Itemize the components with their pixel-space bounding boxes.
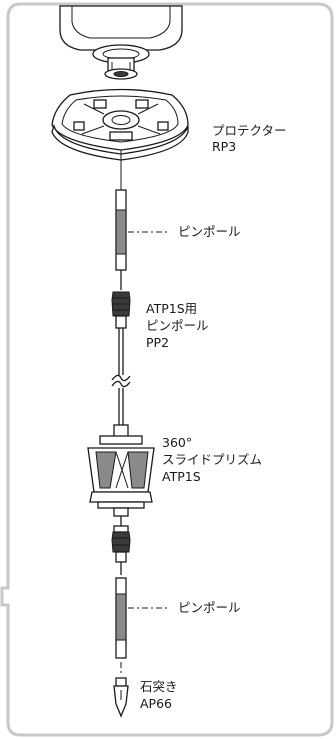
label-protector-code: RP3 — [212, 139, 236, 154]
label-stone-tip-name: 石突き — [140, 679, 178, 694]
label-atp-pin-pole-line2: ピンポール — [146, 318, 209, 333]
pin-pole-top — [115, 189, 127, 271]
slide-prism-atp1s — [87, 424, 155, 517]
pin-pole-pp2 — [111, 328, 131, 425]
label-pin-pole-bottom: ピンポール — [178, 600, 241, 615]
stone-tip-ap66 — [113, 677, 129, 718]
atp-connector — [111, 291, 131, 329]
label-prism-name: スライドプリズム — [162, 452, 262, 467]
instrument-base — [59, 5, 183, 80]
label-pin-pole-top: ピンポール — [178, 224, 241, 239]
label-prism-angle: 360° — [162, 435, 192, 450]
label-prism-code: ATP1S — [162, 469, 201, 484]
pin-pole-bottom — [115, 577, 127, 659]
label-protector-name: プロテクター — [212, 123, 287, 138]
label-atp-pin-pole-line1: ATP1S用 — [146, 301, 197, 316]
lower-connector — [111, 516, 131, 575]
label-atp-pin-pole-line3: PP2 — [146, 335, 169, 350]
protector-rp3 — [51, 88, 189, 161]
label-stone-tip-code: AP66 — [140, 696, 172, 711]
